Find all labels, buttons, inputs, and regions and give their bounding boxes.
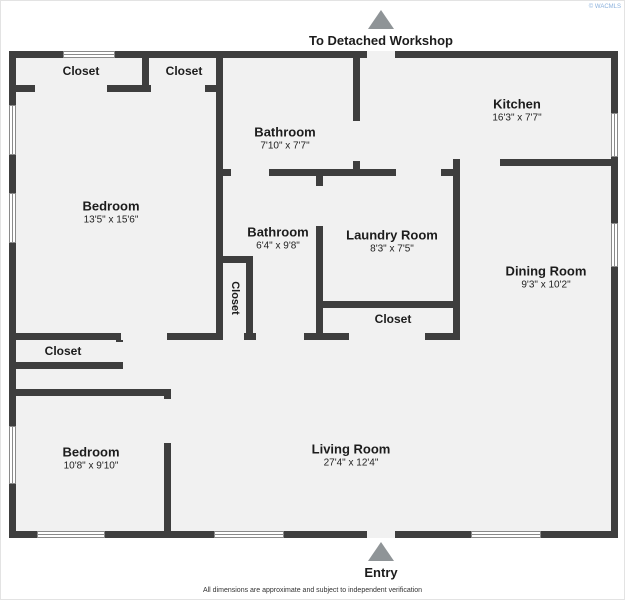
entry-arrow-icon [368,542,394,561]
wall [9,389,171,396]
wall [353,51,360,176]
room-name: Bedroom [62,444,120,460]
entry-door-opening [367,531,395,538]
disclaimer-text: All dimensions are approximate and subje… [202,587,423,594]
room-label-living: Living Room 27'4" x 12'4" [311,441,391,470]
wall [216,169,459,176]
room-label-closet-a: Closet [63,64,100,78]
door-opening [116,342,123,362]
room-name: Bathroom [247,224,309,240]
wall [9,362,123,369]
room-label-closet-laundry: Closet [375,312,412,326]
door-opening [316,186,323,226]
room-dims: 13'5" x 15'6" [83,214,139,226]
wall [9,51,618,58]
room-label-closet-vertical: Closet [229,281,241,315]
room-name: Bathroom [254,124,316,140]
wall [9,51,16,538]
window [9,105,16,155]
room-dims: 6'4" x 9'8" [256,240,300,252]
door-opening [121,333,167,340]
wall [316,176,323,340]
room-name: Laundry Room [346,227,438,243]
room-label-laundry: Laundry Room 8'3" x 7'5" [346,227,438,256]
door-opening [349,333,425,340]
room-label-bedroom-main: Bedroom 13'5" x 15'6" [82,198,140,227]
door-opening [460,159,500,166]
room-dims: 16'3" x 7'7" [492,112,542,124]
window [611,223,618,267]
room-label-bathroom-mid: Bathroom 6'4" x 9'8" [247,224,309,253]
wall [453,166,460,340]
workshop-label: To Detached Workshop [309,33,453,48]
room-dims: 7'10" x 7'7" [260,140,310,152]
wall [164,389,171,538]
room-label-bedroom-second: Bedroom 10'8" x 9'10" [62,444,120,473]
room-name: Closet [165,64,203,78]
room-name: Kitchen [493,96,541,112]
room-dims: 9'3" x 10'2" [521,279,571,291]
window [37,531,105,538]
room-label-closet-mid-left: Closet [45,344,82,358]
room-label-bathroom-top: Bathroom 7'10" x 7'7" [254,124,316,153]
workshop-arrow-icon [368,10,394,29]
wall [142,51,149,92]
door-opening [396,169,441,176]
wall [216,51,223,340]
floor-area [9,51,618,538]
window [214,531,284,538]
window [9,426,16,484]
room-name: Bedroom [82,198,140,214]
wall [216,256,253,263]
window [611,113,618,157]
room-dims: 27'4" x 12'4" [323,457,379,469]
door-opening [164,399,171,443]
wall [246,259,253,340]
room-name: Closet [229,281,241,315]
door-opening [223,333,244,340]
room-dims: 10'8" x 9'10" [63,460,119,472]
room-dims: 8'3" x 7'5" [370,243,414,255]
wall [9,85,223,92]
room-name: Living Room [311,441,391,457]
window [9,193,16,243]
door-opening [151,85,205,92]
door-opening [353,121,360,161]
entry-label: Entry [364,565,398,580]
window [471,531,541,538]
room-name: Closet [374,312,412,326]
window [63,51,115,58]
wall [611,51,618,538]
door-opening [256,333,304,340]
wall [9,531,618,538]
room-name: Closet [62,64,100,78]
wall [316,301,460,308]
wall [453,159,618,166]
workshop-door-opening [367,51,395,58]
door-opening [231,169,269,176]
room-name: Closet [44,344,82,358]
room-label-dining: Dining Room 9'3" x 10'2" [505,263,587,292]
room-label-kitchen: Kitchen 16'3" x 7'7" [492,96,542,125]
watermark-text: © WACMLS [588,4,621,10]
door-opening [35,85,107,92]
room-name: Dining Room [505,263,587,279]
room-label-closet-b: Closet [166,64,203,78]
